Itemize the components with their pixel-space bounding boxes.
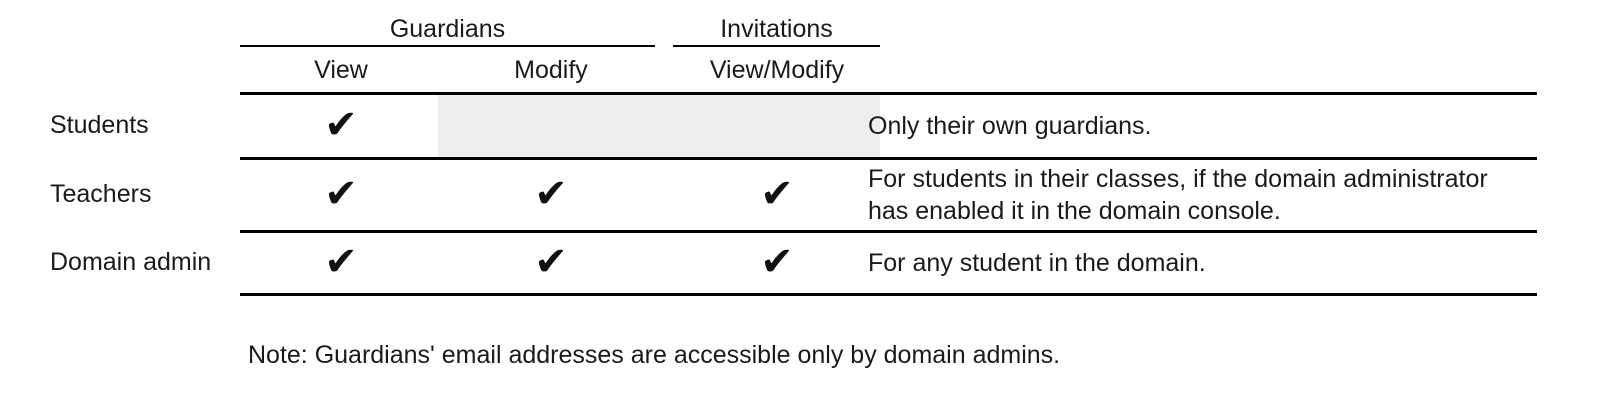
- column-group-rule-invitations: [673, 45, 880, 47]
- table-row-rule-2: [240, 230, 1537, 233]
- checkmark-domain-admin-guardians-view: ✔: [324, 239, 358, 285]
- disabled-cell-shading-students: [438, 95, 880, 157]
- table-bottom-rule: [240, 293, 1537, 296]
- checkmark-domain-admin-invitations-view-modify: ✔: [760, 239, 794, 285]
- row-header-students: Students: [50, 111, 149, 139]
- notes-teachers: For students in their classes, if the do…: [868, 165, 1488, 225]
- table-row-rule-1: [240, 157, 1537, 160]
- checkmark-teachers-invitations-view-modify: ✔: [760, 171, 794, 217]
- notes-domain-admin: For any student in the domain.: [868, 249, 1206, 277]
- column-group-header-guardians: Guardians: [389, 15, 506, 43]
- notes-students: Only their own guardians.: [868, 112, 1152, 140]
- checkmark-domain-admin-guardians-modify: ✔: [534, 239, 568, 285]
- column-group-header-invitations: Invitations: [720, 15, 833, 43]
- checkmark-students-guardians-view: ✔: [324, 102, 358, 148]
- row-header-teachers: Teachers: [50, 180, 152, 208]
- column-header-guardians-modify: Modify: [514, 56, 588, 84]
- column-group-rule-guardians: [240, 45, 655, 47]
- table-top-rule: [240, 92, 1537, 95]
- column-header-guardians-view: View: [314, 56, 368, 84]
- figure-footnote: Note: Guardians' email addresses are acc…: [248, 341, 1061, 369]
- checkmark-teachers-guardians-view: ✔: [324, 171, 358, 217]
- column-header-invitations-view-modify: View/Modify: [709, 56, 845, 84]
- row-header-domain-admin: Domain admin: [50, 248, 212, 276]
- checkmark-teachers-guardians-modify: ✔: [534, 171, 568, 217]
